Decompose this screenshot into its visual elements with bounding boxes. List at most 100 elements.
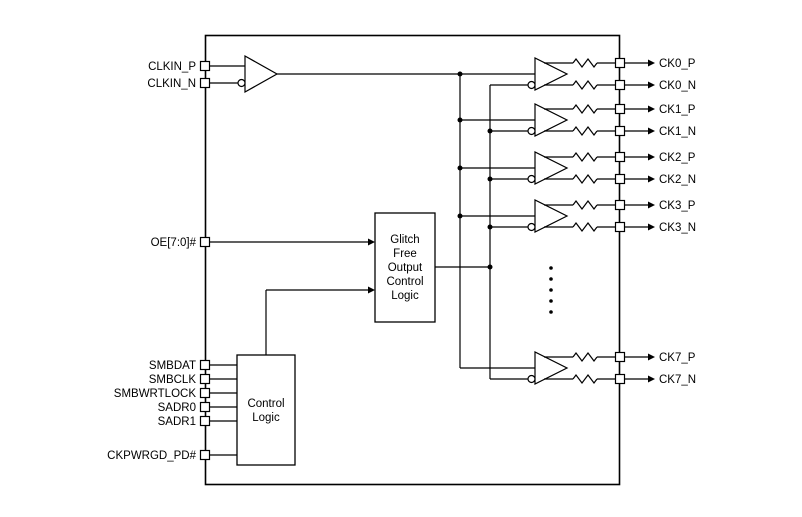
- pin-ck1-n: [614, 125, 626, 137]
- label-clkin-p: CLKIN_P: [148, 61, 196, 73]
- label-ck0-n: CK0_N: [659, 80, 696, 92]
- arrowhead-icon: [648, 353, 655, 361]
- label-clkin-n: CLKIN_N: [147, 78, 196, 90]
- arrowhead-icon: [648, 105, 655, 113]
- label-ck7-p: CK7_P: [659, 352, 696, 364]
- resistor-icon: [572, 200, 598, 210]
- output-channel-ck7: CK7_P CK7_N: [527, 351, 696, 386]
- enable-bubble-icon: [527, 126, 536, 136]
- junction-dot: [457, 213, 463, 219]
- pin-clkin-p: [199, 60, 211, 72]
- resistor-icon: [572, 104, 598, 114]
- enable-bubble-icon: [527, 80, 536, 90]
- label-ck7-n: CK7_N: [659, 374, 696, 386]
- pin-ck3-n: [614, 221, 626, 233]
- label-ck3-p: CK3_P: [659, 200, 696, 212]
- input-buffer-icon: [244, 54, 279, 94]
- ellipsis-dot: [549, 266, 553, 270]
- left-pins: [199, 60, 211, 461]
- arrowhead-icon: [648, 223, 655, 231]
- arrowhead-icon: [648, 375, 655, 383]
- output-buffer-icon: [534, 103, 569, 137]
- output-channel-ck0: CK0_P CK0_N: [527, 57, 696, 92]
- glitch-label-line1: Glitch: [390, 234, 419, 246]
- resistor-icon: [572, 152, 598, 162]
- label-ck2-n: CK2_N: [659, 174, 696, 186]
- arrowhead-icon: [648, 59, 655, 67]
- output-buffer-icon: [534, 57, 569, 91]
- label-ck0-p: CK0_P: [659, 58, 696, 70]
- resistor-icon: [572, 352, 598, 362]
- pin-sadr1: [199, 415, 211, 427]
- resistor-icon: [572, 80, 598, 90]
- glitch-label-line2: Free: [393, 248, 417, 260]
- resistor-icon: [572, 222, 598, 232]
- label-ckpwrgd: CKPWRGD_PD#: [107, 450, 196, 462]
- glitch-label-line3: Output: [388, 262, 423, 274]
- pin-ck7-n: [614, 373, 626, 385]
- pin-clkin-n: [199, 77, 211, 89]
- arrowhead-icon: [648, 81, 655, 89]
- inverting-bubble-icon: [237, 78, 246, 88]
- output-channel-ck2: CK2_P CK2_N: [527, 151, 696, 186]
- glitch-logic-block: [374, 212, 436, 323]
- pin-ck3-p: [614, 199, 626, 211]
- glitch-label-line4: Control: [386, 276, 423, 288]
- label-ck1-p: CK1_P: [659, 104, 696, 116]
- enable-bubble-icon: [527, 174, 536, 184]
- label-sadr0: SADR0: [158, 402, 196, 414]
- junction-dot: [487, 264, 493, 270]
- junction-dot: [457, 165, 463, 171]
- pin-ck2-n: [614, 173, 626, 185]
- arrowhead-icon: [648, 153, 655, 161]
- label-smbdat: SMBDAT: [149, 360, 196, 372]
- pin-smbwrtlock: [199, 387, 211, 399]
- label-smbclk: SMBCLK: [149, 374, 197, 386]
- junction-dot: [487, 176, 493, 182]
- pin-smbclk: [199, 373, 211, 385]
- enable-bus: [487, 84, 528, 380]
- junction-dot: [487, 128, 493, 134]
- pin-ck0-n: [614, 79, 626, 91]
- pin-ck7-p: [614, 351, 626, 363]
- arrowhead-icon: [368, 286, 375, 294]
- enable-bubble-icon: [527, 374, 536, 384]
- pin-sadr0: [199, 401, 211, 413]
- junction-dot: [457, 71, 463, 77]
- pin-ck1-p: [614, 103, 626, 115]
- junction-dot: [487, 224, 493, 230]
- resistor-icon: [572, 126, 598, 136]
- arrowhead-icon: [648, 175, 655, 183]
- pin-ckpwrgd: [199, 449, 211, 461]
- label-oe: OE[7:0]#: [151, 237, 197, 249]
- control-logic-block: [236, 354, 296, 466]
- control-logic-section: Control Logic: [236, 286, 375, 466]
- pin-ck0-p: [614, 57, 626, 69]
- control-logic-label-line2: Logic: [252, 412, 280, 424]
- ellipsis-dot: [549, 299, 553, 303]
- arrowhead-icon: [368, 238, 375, 246]
- output-channel-ck1: CK1_P CK1_N: [527, 103, 696, 138]
- resistor-icon: [572, 58, 598, 68]
- label-sadr1: SADR1: [158, 416, 196, 428]
- glitch-label-line5: Logic: [391, 290, 419, 302]
- resistor-icon: [572, 174, 598, 184]
- label-ck2-p: CK2_P: [659, 152, 696, 164]
- ellipsis-dot: [549, 288, 553, 292]
- label-smbwrtlock: SMBWRTLOCK: [114, 388, 197, 400]
- chip-boundary: [204, 34, 621, 486]
- enable-bubble-icon: [527, 222, 536, 232]
- clock-bus: [457, 71, 535, 369]
- control-logic-label-line1: Control: [247, 398, 284, 410]
- label-ck1-n: CK1_N: [659, 126, 696, 138]
- arrowhead-icon: [648, 127, 655, 135]
- output-buffer-icon: [534, 351, 569, 385]
- resistor-icon: [572, 374, 598, 384]
- ellipsis-dot: [549, 310, 553, 314]
- ellipsis-dot: [549, 277, 553, 281]
- output-buffer-icon: [534, 199, 569, 233]
- pin-oe: [199, 236, 211, 248]
- output-buffer-icon: [534, 151, 569, 185]
